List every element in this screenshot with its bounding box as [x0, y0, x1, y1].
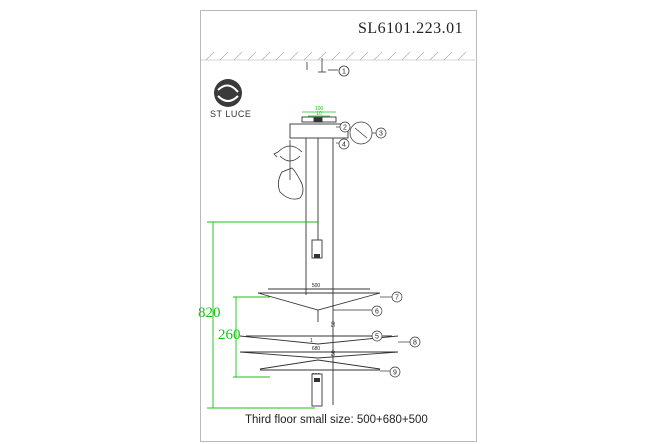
brand-logo [214, 79, 242, 107]
height-dimension [207, 221, 318, 409]
top-shade-width: 500 [312, 283, 321, 289]
shade-bottom [259, 359, 381, 371]
callout-2: 2 [343, 125, 347, 132]
callout-6: 6 [375, 309, 379, 316]
ceiling-hatch [200, 51, 475, 61]
gap-label-2: 50 [331, 350, 337, 356]
callout-3: 3 [379, 131, 383, 138]
ceiling-mount-detail [306, 58, 350, 77]
shade-gap-label: 260 [218, 327, 241, 343]
mid-shade-width: 680 [312, 346, 321, 352]
total-height-label: 820 [198, 305, 221, 321]
callout-1: 1 [342, 69, 346, 76]
canopy [289, 116, 349, 139]
model-number: SL6101.223.01 [358, 20, 464, 37]
bottom-pendant [311, 373, 323, 407]
callout-4: 4 [342, 142, 346, 149]
gap-label-1: 50 [331, 321, 337, 327]
offset-label: 1 [310, 338, 313, 344]
shade-top [257, 288, 381, 322]
callout-7: 7 [395, 295, 399, 302]
adjust-hand-icon [273, 140, 304, 200]
size-caption: Third floor small size: 500+680+500 [245, 414, 428, 426]
callout-9: 9 [393, 370, 397, 377]
canopy-width-label: 100 [315, 106, 324, 112]
brand-name: ST LUCE [210, 109, 252, 119]
suspension-cables [305, 138, 334, 405]
callout-5: 5 [375, 334, 379, 341]
callout-8: 8 [413, 340, 417, 347]
canopy-inner-label: 10 [316, 111, 322, 117]
